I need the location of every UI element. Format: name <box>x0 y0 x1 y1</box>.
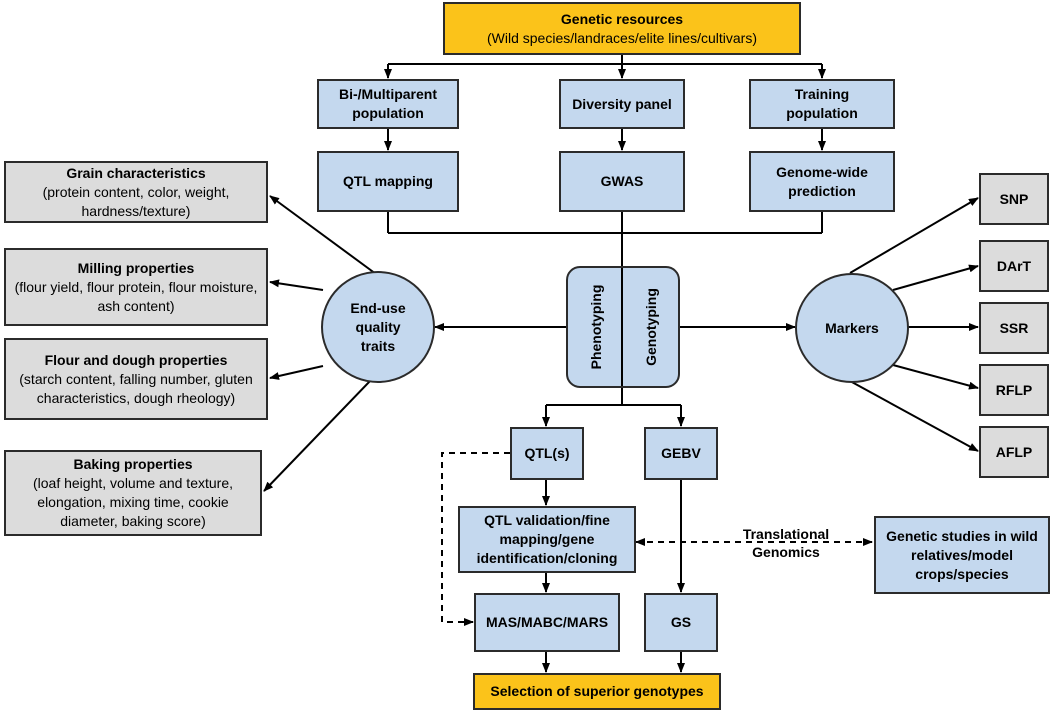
genetic-studies-label: Genetic studies in wild relatives/model … <box>886 527 1038 582</box>
genotyping-label: Genotyping <box>643 288 659 366</box>
edge-enduse-milling <box>269 279 324 291</box>
trait-milling-properties: Milling properties (flour yield, flour p… <box>4 248 268 326</box>
phenotyping-label: Phenotyping <box>588 284 604 370</box>
selection-label: Selection of superior genotypes <box>490 683 704 699</box>
method-gwp-label: Genome-wide prediction <box>776 163 868 199</box>
marker-dart-label: DArT <box>996 257 1032 274</box>
gs-box: GS <box>644 593 718 652</box>
marker-snp: SNP <box>979 173 1049 225</box>
population-diversity-label: Diversity panel <box>572 95 672 112</box>
end-use-quality-circle: End-use quality traits <box>321 271 435 383</box>
population-training-label: Training population <box>786 86 858 121</box>
gebv-box: GEBV <box>644 427 718 480</box>
edge-enduse-baking <box>263 380 371 492</box>
genetic-studies-box: Genetic studies in wild relatives/model … <box>874 516 1050 594</box>
edge-markers-dart <box>892 264 979 291</box>
markers-label: Markers <box>825 319 879 336</box>
trait-baking-properties: Baking properties (loaf height, volume a… <box>4 450 262 536</box>
genetic-resources-box: Genetic resources (Wild species/landrace… <box>443 2 801 55</box>
gebv-label: GEBV <box>661 445 701 461</box>
selection-box: Selection of superior genotypes <box>473 673 721 710</box>
trait-flour-title: Flour and dough properties <box>44 351 228 368</box>
trait-grain-characteristics: Grain characteristics (protein content, … <box>4 161 268 223</box>
edge-markers-aflp <box>849 380 979 452</box>
mas-box: MAS/MABC/MARS <box>474 593 620 652</box>
marker-snp-label: SNP <box>999 190 1029 207</box>
trait-baking-title: Baking properties <box>73 456 193 472</box>
population-training: Training population <box>749 79 895 129</box>
translational-genomics-label: Translational Genomics <box>742 526 830 560</box>
qtl-label: QTL(s) <box>524 445 570 461</box>
trait-flour-detail: (starch content, falling number, gluten … <box>19 370 253 406</box>
qtl-validation-label: QTL validation/fine mapping/gene identif… <box>476 512 618 566</box>
edge-enduse-grain <box>269 195 377 275</box>
trait-milling-detail: (flour yield, flour protein, flour moist… <box>14 278 258 314</box>
mas-label: MAS/MABC/MARS <box>485 614 609 630</box>
gs-label: GS <box>670 614 692 630</box>
marker-rflp: RFLP <box>979 364 1049 416</box>
method-qtl-mapping-label: QTL mapping <box>343 173 433 189</box>
marker-ssr: SSR <box>979 302 1049 354</box>
edge-markers-snp <box>849 197 979 274</box>
method-gwas-label: GWAS <box>600 173 644 189</box>
qtl-box: QTL(s) <box>510 427 584 480</box>
genetic-resources-title: Genetic resources <box>560 10 684 27</box>
qtl-validation-box: QTL validation/fine mapping/gene identif… <box>458 506 636 573</box>
trait-grain-detail: (protein content, color, weight, hardnes… <box>42 183 230 219</box>
edge-qtl-mas-dashed <box>441 452 510 626</box>
trait-baking-detail: (loaf height, volume and texture, elonga… <box>32 475 233 529</box>
edge-enduse-flour <box>269 365 324 380</box>
phenotyping-genotyping-box <box>566 266 680 388</box>
method-genome-wide-prediction: Genome-wide prediction <box>749 151 895 212</box>
trait-grain-title: Grain characteristics <box>66 164 206 181</box>
marker-aflp: AFLP <box>979 426 1049 478</box>
trait-milling-title: Milling properties <box>77 259 195 276</box>
end-use-label: End-use quality traits <box>350 299 406 354</box>
population-biparent: Bi-/Multiparent population <box>317 79 459 129</box>
method-qtl-mapping: QTL mapping <box>317 151 459 212</box>
marker-aflp-label: AFLP <box>995 443 1033 460</box>
marker-dart: DArT <box>979 240 1049 292</box>
method-gwas: GWAS <box>559 151 685 212</box>
marker-ssr-label: SSR <box>999 319 1029 336</box>
population-biparent-label: Bi-/Multiparent population <box>339 86 437 121</box>
trait-flour-dough-properties: Flour and dough properties (starch conte… <box>4 338 268 420</box>
genetic-resources-subtitle: (Wild species/landraces/elite lines/cult… <box>487 29 757 46</box>
markers-circle: Markers <box>795 273 909 383</box>
population-diversity-panel: Diversity panel <box>559 79 685 129</box>
marker-rflp-label: RFLP <box>995 381 1033 398</box>
edge-markers-rflp <box>892 364 979 390</box>
